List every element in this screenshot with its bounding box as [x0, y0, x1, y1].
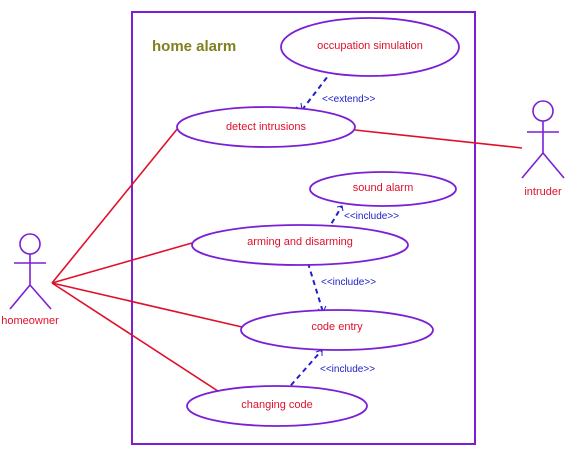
stick-figure-icon [9, 233, 52, 310]
use-case-label: code entry [311, 321, 363, 333]
stick-figure-icon [521, 100, 565, 179]
use-case-arming-and-disarming[interactable]: arming and disarming [191, 224, 409, 266]
include-stereotype-sound-alarm: <<include>> [344, 211, 399, 222]
system-boundary [131, 11, 476, 445]
use-case-label: sound alarm [353, 182, 414, 194]
system-title: home alarm [152, 38, 236, 55]
use-case-label: changing code [241, 399, 313, 411]
actor-homeowner[interactable]: homeowner [1, 233, 59, 327]
association-intruder-detect-intrusions [354, 129, 523, 149]
actor-intruder[interactable]: intruder [521, 100, 565, 198]
use-case-sound-alarm[interactable]: sound alarm [309, 171, 457, 207]
include-stereotype-code-entry: <<include>> [321, 277, 376, 288]
use-case-label: occupation simulation [317, 40, 423, 52]
use-case-label: arming and disarming [247, 236, 353, 248]
use-case-code-entry[interactable]: code entry [240, 309, 434, 351]
actor-label: intruder [524, 186, 562, 198]
association-homeowner-detect-intrusions [51, 127, 179, 284]
use-case-label: detect intrusions [226, 121, 307, 133]
use-case-occupation-simulation[interactable]: occupation simulation [280, 17, 460, 77]
association-homeowner-code-entry [51, 282, 243, 328]
actor-label: homeowner [1, 315, 59, 327]
use-case-changing-code[interactable]: changing code [186, 385, 368, 427]
include-stereotype-changing-code: <<include>> [320, 364, 375, 375]
extend-stereotype: <<extend>> [322, 94, 376, 105]
use-case-detect-intrusions[interactable]: detect intrusions [176, 106, 356, 148]
association-homeowner-changing-code [51, 282, 225, 396]
association-homeowner-arming-and-disarming [51, 242, 193, 284]
